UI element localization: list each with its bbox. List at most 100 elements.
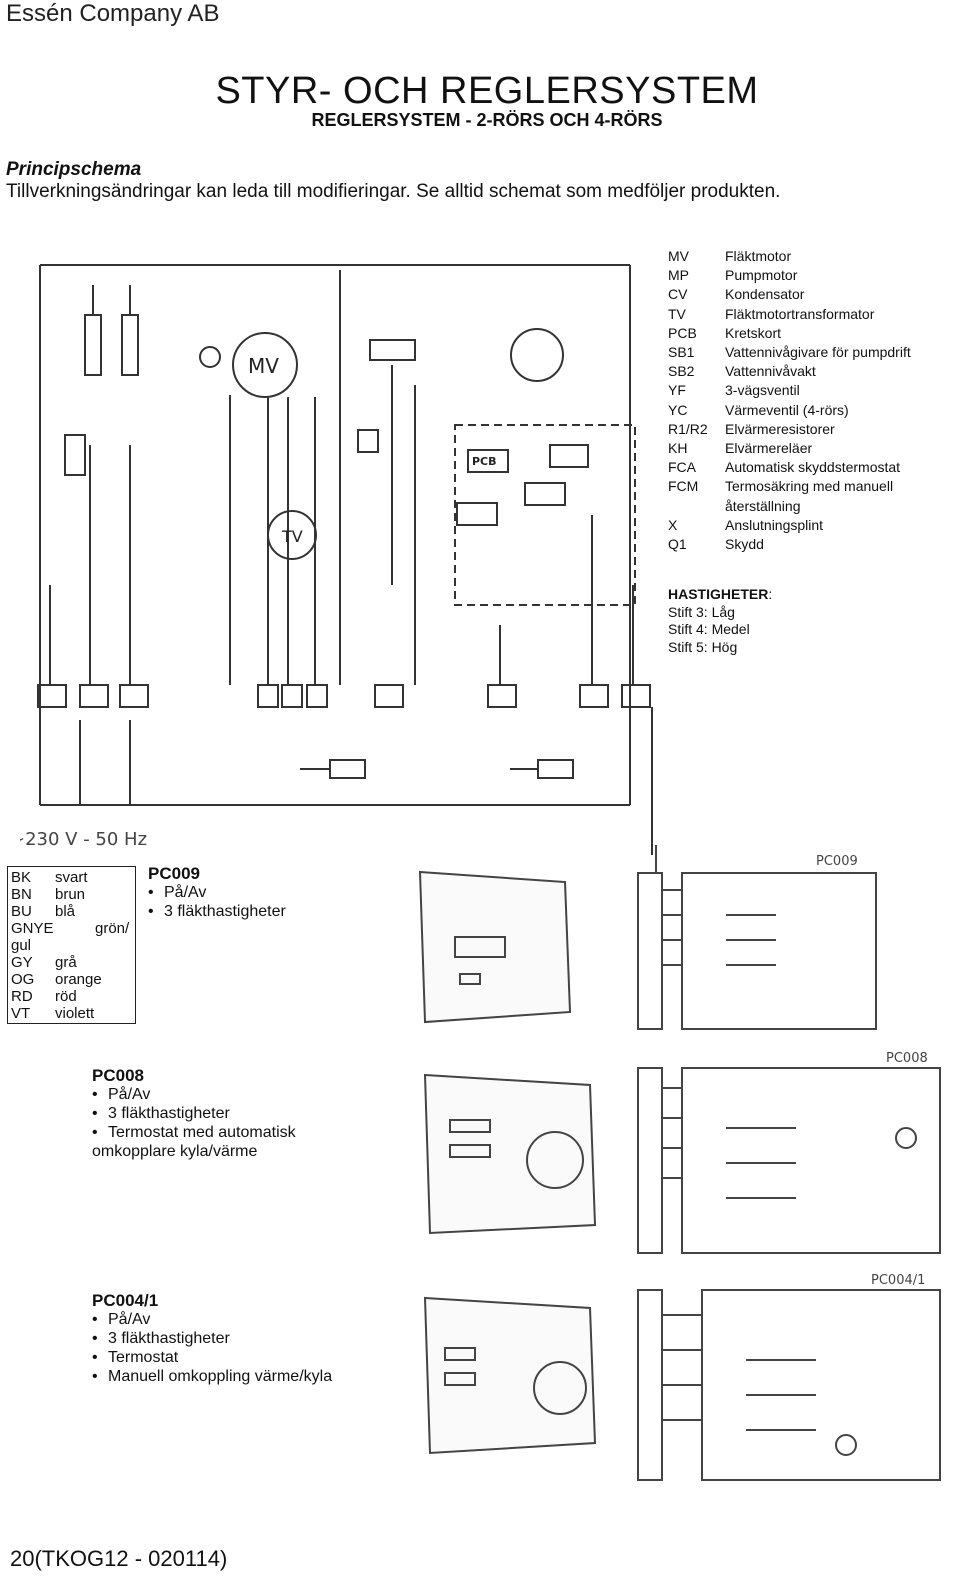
color-name: blå (55, 903, 76, 920)
legend-desc: Fläktmotortransformator (725, 305, 875, 322)
legend-item: R1/R2 Elvärmeresistorer (668, 420, 915, 439)
model-pc009: PC009 På/Av 3 fläkthastigheter (148, 864, 286, 921)
legend-desc: Termosäkring med manuell återställning (725, 478, 894, 514)
legend-code: CV (668, 286, 688, 303)
legend-desc: Elvärmeresistorer (725, 420, 835, 437)
legend-code: MP (668, 267, 689, 284)
color-code: BN (11, 886, 32, 903)
color-name: svart (55, 869, 88, 886)
pc008-wiring-label: PC008 (886, 1051, 928, 1066)
model-title: PC009 (148, 864, 200, 883)
color-code: BK (11, 869, 32, 886)
document-code: (TKOG12 - 020114) (34, 1546, 228, 1571)
model-feature: På/Av (92, 1310, 332, 1329)
model-feature: Termostat (92, 1348, 332, 1367)
color-code: BU (11, 903, 32, 920)
color-code: GY (11, 954, 33, 971)
color-name: röd (55, 988, 77, 1005)
pc004-wiring-label: PC004/1 (871, 1273, 925, 1288)
legend-code: SB2 (668, 363, 695, 380)
color-code: VT (11, 1005, 31, 1022)
tv-label: TV (281, 527, 303, 546)
legend-code: Q1 (668, 536, 687, 553)
model-feature: 3 fläkthastigheter (148, 902, 286, 921)
legend-desc: Anslutningsplint (725, 516, 824, 533)
legend-desc: Skydd (725, 536, 764, 553)
pc004-device-image (405, 1288, 615, 1458)
color-row: GY grå (11, 954, 132, 971)
color-name: violett (55, 1005, 95, 1022)
legend-desc: Elvärmereläer (725, 440, 813, 457)
model-pc004-1: PC004/1 På/Av 3 fläkthastigheter Termost… (92, 1291, 332, 1386)
section-note: Tillverkningsändringar kan leda till mod… (6, 181, 781, 202)
pc004-wiring: PC004/1 (636, 1270, 946, 1485)
mv-label: MV (248, 354, 279, 378)
legend-item: SB1 Vattennivågivare för pumpdrift (668, 343, 915, 362)
legend-desc: Automatisk skyddstermostat (725, 459, 901, 476)
color-code: RD (11, 988, 33, 1005)
legend-desc: Vattennivåvakt (725, 363, 816, 380)
legend-item: KH Elvärmereläer (668, 439, 915, 458)
pcb-label: PCB (472, 455, 497, 468)
speed-item: Stift 4: Medel (668, 621, 750, 637)
color-code: GNYE (11, 920, 54, 937)
company-name: Essén Company AB (6, 0, 220, 27)
speed-item: Stift 3: Låg (668, 603, 735, 620)
color-name: brun (55, 886, 86, 903)
legend-code: FCA (668, 459, 696, 476)
legend-desc: Kretskort (725, 324, 782, 341)
legend-item: CV Kondensator (668, 285, 915, 304)
footer: 20(TKOG12 - 020114) (10, 1546, 227, 1572)
legend-code: KH (668, 440, 688, 457)
model-title: PC004/1 (92, 1291, 159, 1310)
legend-item: SB2 Vattennivåvakt (668, 362, 915, 381)
model-feature: På/Av (148, 883, 286, 902)
legend-desc: Fläktmotor (725, 248, 792, 264)
legend-code: SB1 (668, 344, 695, 361)
page-number: 20 (10, 1546, 35, 1571)
legend-code: YF (668, 382, 686, 399)
color-row: VT violett (11, 1005, 132, 1022)
legend-desc: Vattennivågivare för pumpdrift (725, 344, 911, 361)
legend-item: Q1 Skydd (668, 535, 915, 554)
legend-code: R1/R2 (668, 420, 708, 437)
model-title: PC008 (92, 1066, 144, 1085)
legend-item: FCM Termosäkring med manuell återställnin… (668, 477, 915, 515)
model-feature: Termostat med automatisk (92, 1123, 296, 1142)
color-name: orange (55, 971, 102, 988)
page-title: STYR- OCH REGLERSYSTEM (215, 70, 759, 112)
pc009-wiring: PC009 (636, 845, 881, 1035)
section-heading: Principschema (6, 159, 142, 180)
pc009-device-image (400, 862, 580, 1032)
color-code: OG (11, 971, 35, 988)
model-feature: 3 fläkthastigheter (92, 1329, 332, 1348)
page-subtitle: REGLERSYSTEM - 2-RÖRS OCH 4-RÖRS (311, 110, 663, 130)
color-name: grön/ gul (11, 920, 130, 954)
legend-item: YF 3-vägsventil (668, 381, 915, 400)
legend-desc: 3-vägsventil (725, 382, 800, 399)
speed-heading: HASTIGHETER: (668, 586, 772, 604)
legend-desc: Kondensator (725, 286, 805, 303)
legend-desc: Värmeventil (4-rörs) (725, 401, 849, 418)
model-feature-continued: omkopplare kyla/värme (92, 1143, 258, 1160)
pc008-wiring: PC008 (636, 1048, 946, 1258)
wiring-schematic: MV TV PCB X ~230 V - 50 Hz (20, 245, 665, 855)
speed-heading-colon: : (768, 586, 773, 602)
color-row: RD röd (11, 988, 132, 1005)
pc009-wiring-label: PC009 (816, 854, 858, 869)
model-pc008: PC008 På/Av 3 fläkthastigheter Termostat… (92, 1066, 296, 1161)
legend-code: FCM (668, 478, 699, 495)
color-row: BK svart (11, 869, 132, 886)
speed-item: Stift 5: Hög (668, 638, 738, 655)
color-row: BN brun (11, 886, 132, 903)
color-name: grå (55, 954, 77, 971)
legend-item: FCA Automatisk skyddstermostat (668, 458, 915, 477)
